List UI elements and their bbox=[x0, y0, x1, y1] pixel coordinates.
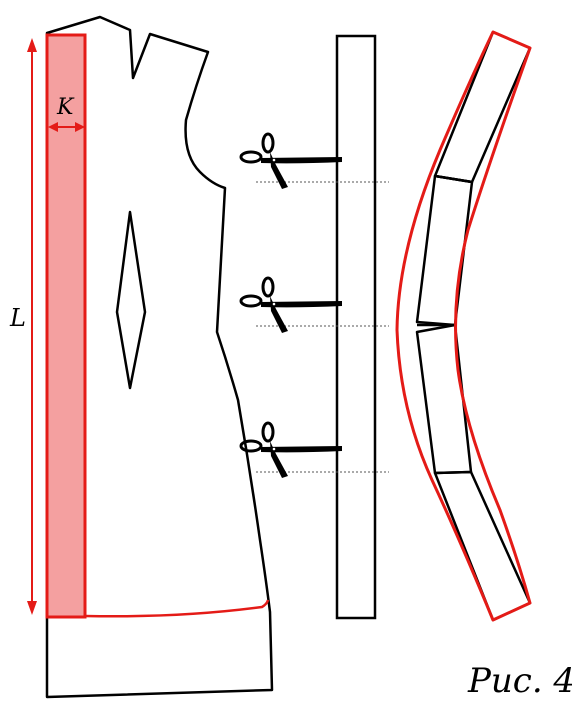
width-dimension-arrow bbox=[48, 122, 85, 132]
dart-diamond bbox=[115, 210, 147, 390]
scissors-icon bbox=[239, 421, 344, 480]
straight-strip bbox=[335, 34, 377, 620]
hem-line bbox=[84, 599, 270, 618]
scissors-icon bbox=[239, 276, 344, 335]
scissors-icon bbox=[239, 132, 344, 191]
dress-pattern-outline bbox=[45, 15, 274, 699]
curved-strip-outline bbox=[395, 30, 532, 622]
length-dimension-arrow bbox=[27, 38, 37, 615]
figure-caption: Рис. 4 bbox=[467, 661, 572, 701]
facing-strip bbox=[45, 33, 87, 619]
width-label: K bbox=[56, 95, 75, 120]
length-label: L bbox=[9, 304, 26, 332]
bent-strip-segments bbox=[415, 30, 532, 622]
